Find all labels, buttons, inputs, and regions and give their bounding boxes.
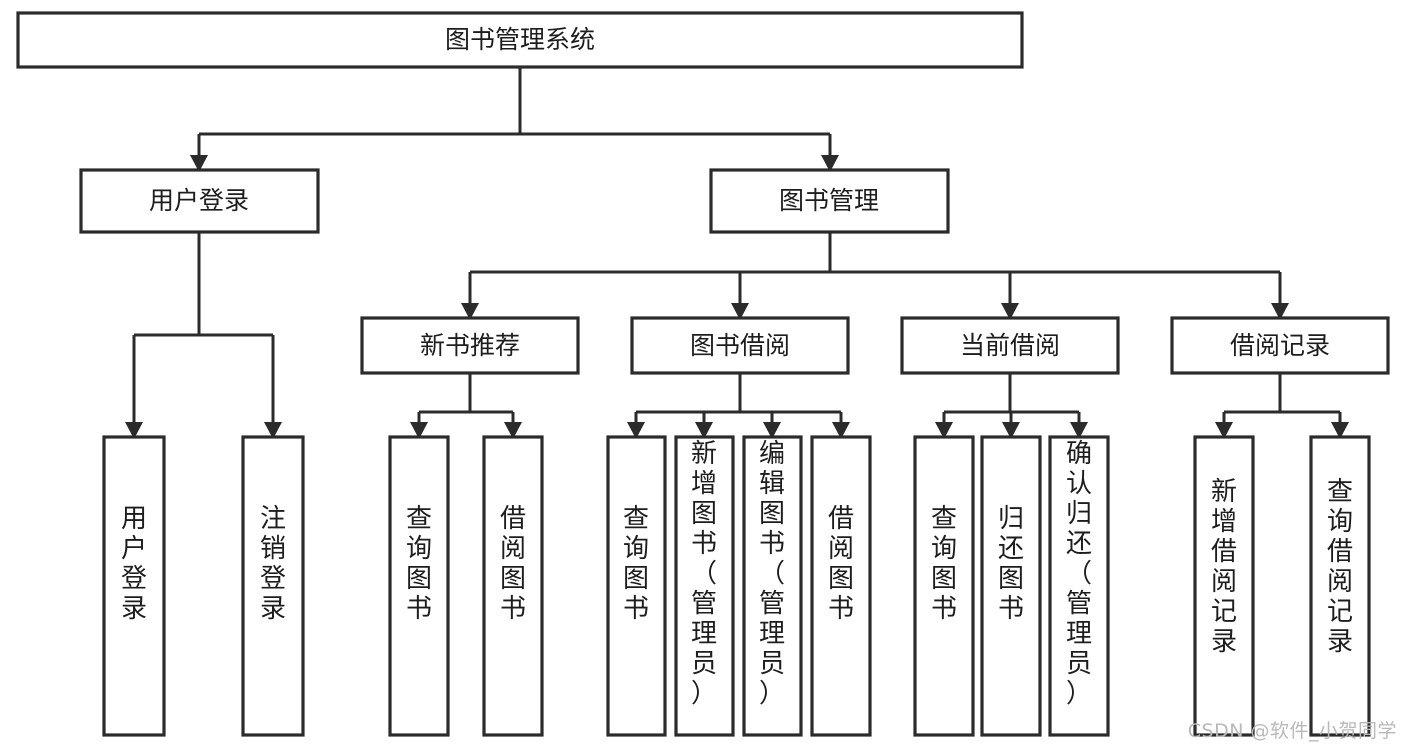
node-current-borrow-label: 当前借阅 xyxy=(960,331,1060,360)
leaf-query-book-3-box[interactable] xyxy=(913,435,975,737)
leaf-add-borrow-record[interactable]: 新增借阅记录 xyxy=(1193,435,1255,737)
leaf-add-borrow-record-label: 新增借阅记录 xyxy=(1211,477,1237,657)
node-borrow-record-label: 借阅记录 xyxy=(1230,331,1330,360)
connectors xyxy=(125,67,1349,439)
leaf-query-borrow-record-label: 查询借阅记录 xyxy=(1327,477,1353,657)
node-root-box[interactable] xyxy=(16,11,1024,69)
leaf-query-borrow-record[interactable]: 查询借阅记录 xyxy=(1309,435,1371,737)
arrow-head-icon xyxy=(1070,422,1088,439)
node-book-borrow[interactable]: 图书借阅 xyxy=(630,316,850,375)
leaf-borrow-book-1-label: 借阅图书 xyxy=(500,504,526,624)
leaf-user-login-label: 用户登录 xyxy=(121,504,147,624)
leaf-borrow-book-2-label: 借阅图书 xyxy=(828,504,854,624)
node-borrow-record-box[interactable] xyxy=(1170,316,1390,375)
leaf-query-book-2-box[interactable] xyxy=(606,435,667,737)
leaf-confirm-return-admin-box[interactable] xyxy=(1048,435,1110,737)
node-book-management-box[interactable] xyxy=(709,168,950,234)
leaf-user-login[interactable]: 用户登录 xyxy=(102,435,166,737)
node-book-borrow-label: 图书借阅 xyxy=(690,331,790,360)
arrow-head-icon xyxy=(832,422,850,439)
leaf-add-book-admin[interactable]: 新增图书（管理员） xyxy=(674,435,735,737)
leaf-user-login-box[interactable] xyxy=(102,435,166,737)
node-current-borrow[interactable]: 当前借阅 xyxy=(900,316,1120,375)
arrow-head-icon xyxy=(1331,422,1349,439)
node-book-borrow-box[interactable] xyxy=(630,316,850,375)
arrow-head-icon xyxy=(935,422,953,439)
node-user-login[interactable]: 用户登录 xyxy=(79,168,320,234)
leaf-query-book-3[interactable]: 查询图书 xyxy=(913,435,975,737)
node-borrow-record[interactable]: 借阅记录 xyxy=(1170,316,1390,375)
leaf-logout[interactable]: 注销登录 xyxy=(241,435,305,737)
arrow-head-icon xyxy=(695,422,713,439)
node-book-management-label: 图书管理 xyxy=(779,186,879,215)
arrow-head-icon xyxy=(410,422,428,439)
leaf-return-book-label: 归还图书 xyxy=(998,504,1024,624)
leaf-query-book-1-label: 查询图书 xyxy=(406,504,432,624)
arrow-head-icon xyxy=(763,422,781,439)
leaf-return-book-box[interactable] xyxy=(980,435,1042,737)
arrow-head-icon xyxy=(190,155,208,172)
leaf-borrow-book-2[interactable]: 借阅图书 xyxy=(810,435,872,737)
leaf-add-book-admin-box[interactable] xyxy=(674,435,735,737)
node-new-book-recommend-label: 新书推荐 xyxy=(420,331,520,360)
leaf-return-book[interactable]: 归还图书 xyxy=(980,435,1042,737)
leaf-borrow-book-2-box[interactable] xyxy=(810,435,872,737)
node-new-book-recommend-box[interactable] xyxy=(360,316,580,375)
leaf-borrow-book-1-box[interactable] xyxy=(482,435,544,737)
leaf-borrow-book-1[interactable]: 借阅图书 xyxy=(482,435,544,737)
leaf-query-book-1[interactable]: 查询图书 xyxy=(388,435,450,737)
arrow-head-icon xyxy=(125,422,143,439)
leaf-query-borrow-record-box[interactable] xyxy=(1309,435,1371,737)
arrow-head-icon xyxy=(461,303,479,320)
arrow-head-icon xyxy=(1002,422,1020,439)
leaf-logout-label: 注销登录 xyxy=(260,504,286,624)
leaf-query-book-2-label: 查询图书 xyxy=(623,504,649,624)
leaf-add-book-admin-label: 新增图书（管理员） xyxy=(691,439,717,709)
node-user-login-label: 用户登录 xyxy=(149,186,249,215)
node-new-book-recommend[interactable]: 新书推荐 xyxy=(360,316,580,375)
node-user-login-box[interactable] xyxy=(79,168,320,234)
node-current-borrow-box[interactable] xyxy=(900,316,1120,375)
arrow-head-icon xyxy=(731,303,749,320)
leaf-confirm-return-admin[interactable]: 确认归还（管理员） xyxy=(1048,435,1110,737)
watermark: CSDN @软件_小贺同学 xyxy=(1187,720,1397,742)
arrow-head-icon xyxy=(504,422,522,439)
leaf-query-book-2[interactable]: 查询图书 xyxy=(606,435,667,737)
node-root[interactable]: 图书管理系统 xyxy=(16,11,1024,69)
arrow-head-icon xyxy=(821,155,839,172)
arrow-head-icon xyxy=(264,422,282,439)
leaf-add-borrow-record-box[interactable] xyxy=(1193,435,1255,737)
leaf-query-book-3-label: 查询图书 xyxy=(931,504,957,624)
leaf-edit-book-admin-label: 编辑图书（管理员） xyxy=(759,439,785,709)
arrow-head-icon xyxy=(627,422,645,439)
leaf-edit-book-admin-box[interactable] xyxy=(742,435,803,737)
node-book-management[interactable]: 图书管理 xyxy=(709,168,950,234)
leaf-logout-box[interactable] xyxy=(241,435,305,737)
leaf-edit-book-admin[interactable]: 编辑图书（管理员） xyxy=(742,435,803,737)
leaf-confirm-return-admin-label: 确认归还（管理员） xyxy=(1066,439,1092,709)
arrow-head-icon xyxy=(1271,303,1289,320)
node-root-label: 图书管理系统 xyxy=(445,25,595,54)
arrow-head-icon xyxy=(1001,303,1019,320)
leaf-query-book-1-box[interactable] xyxy=(388,435,450,737)
arrow-head-icon xyxy=(1215,422,1233,439)
